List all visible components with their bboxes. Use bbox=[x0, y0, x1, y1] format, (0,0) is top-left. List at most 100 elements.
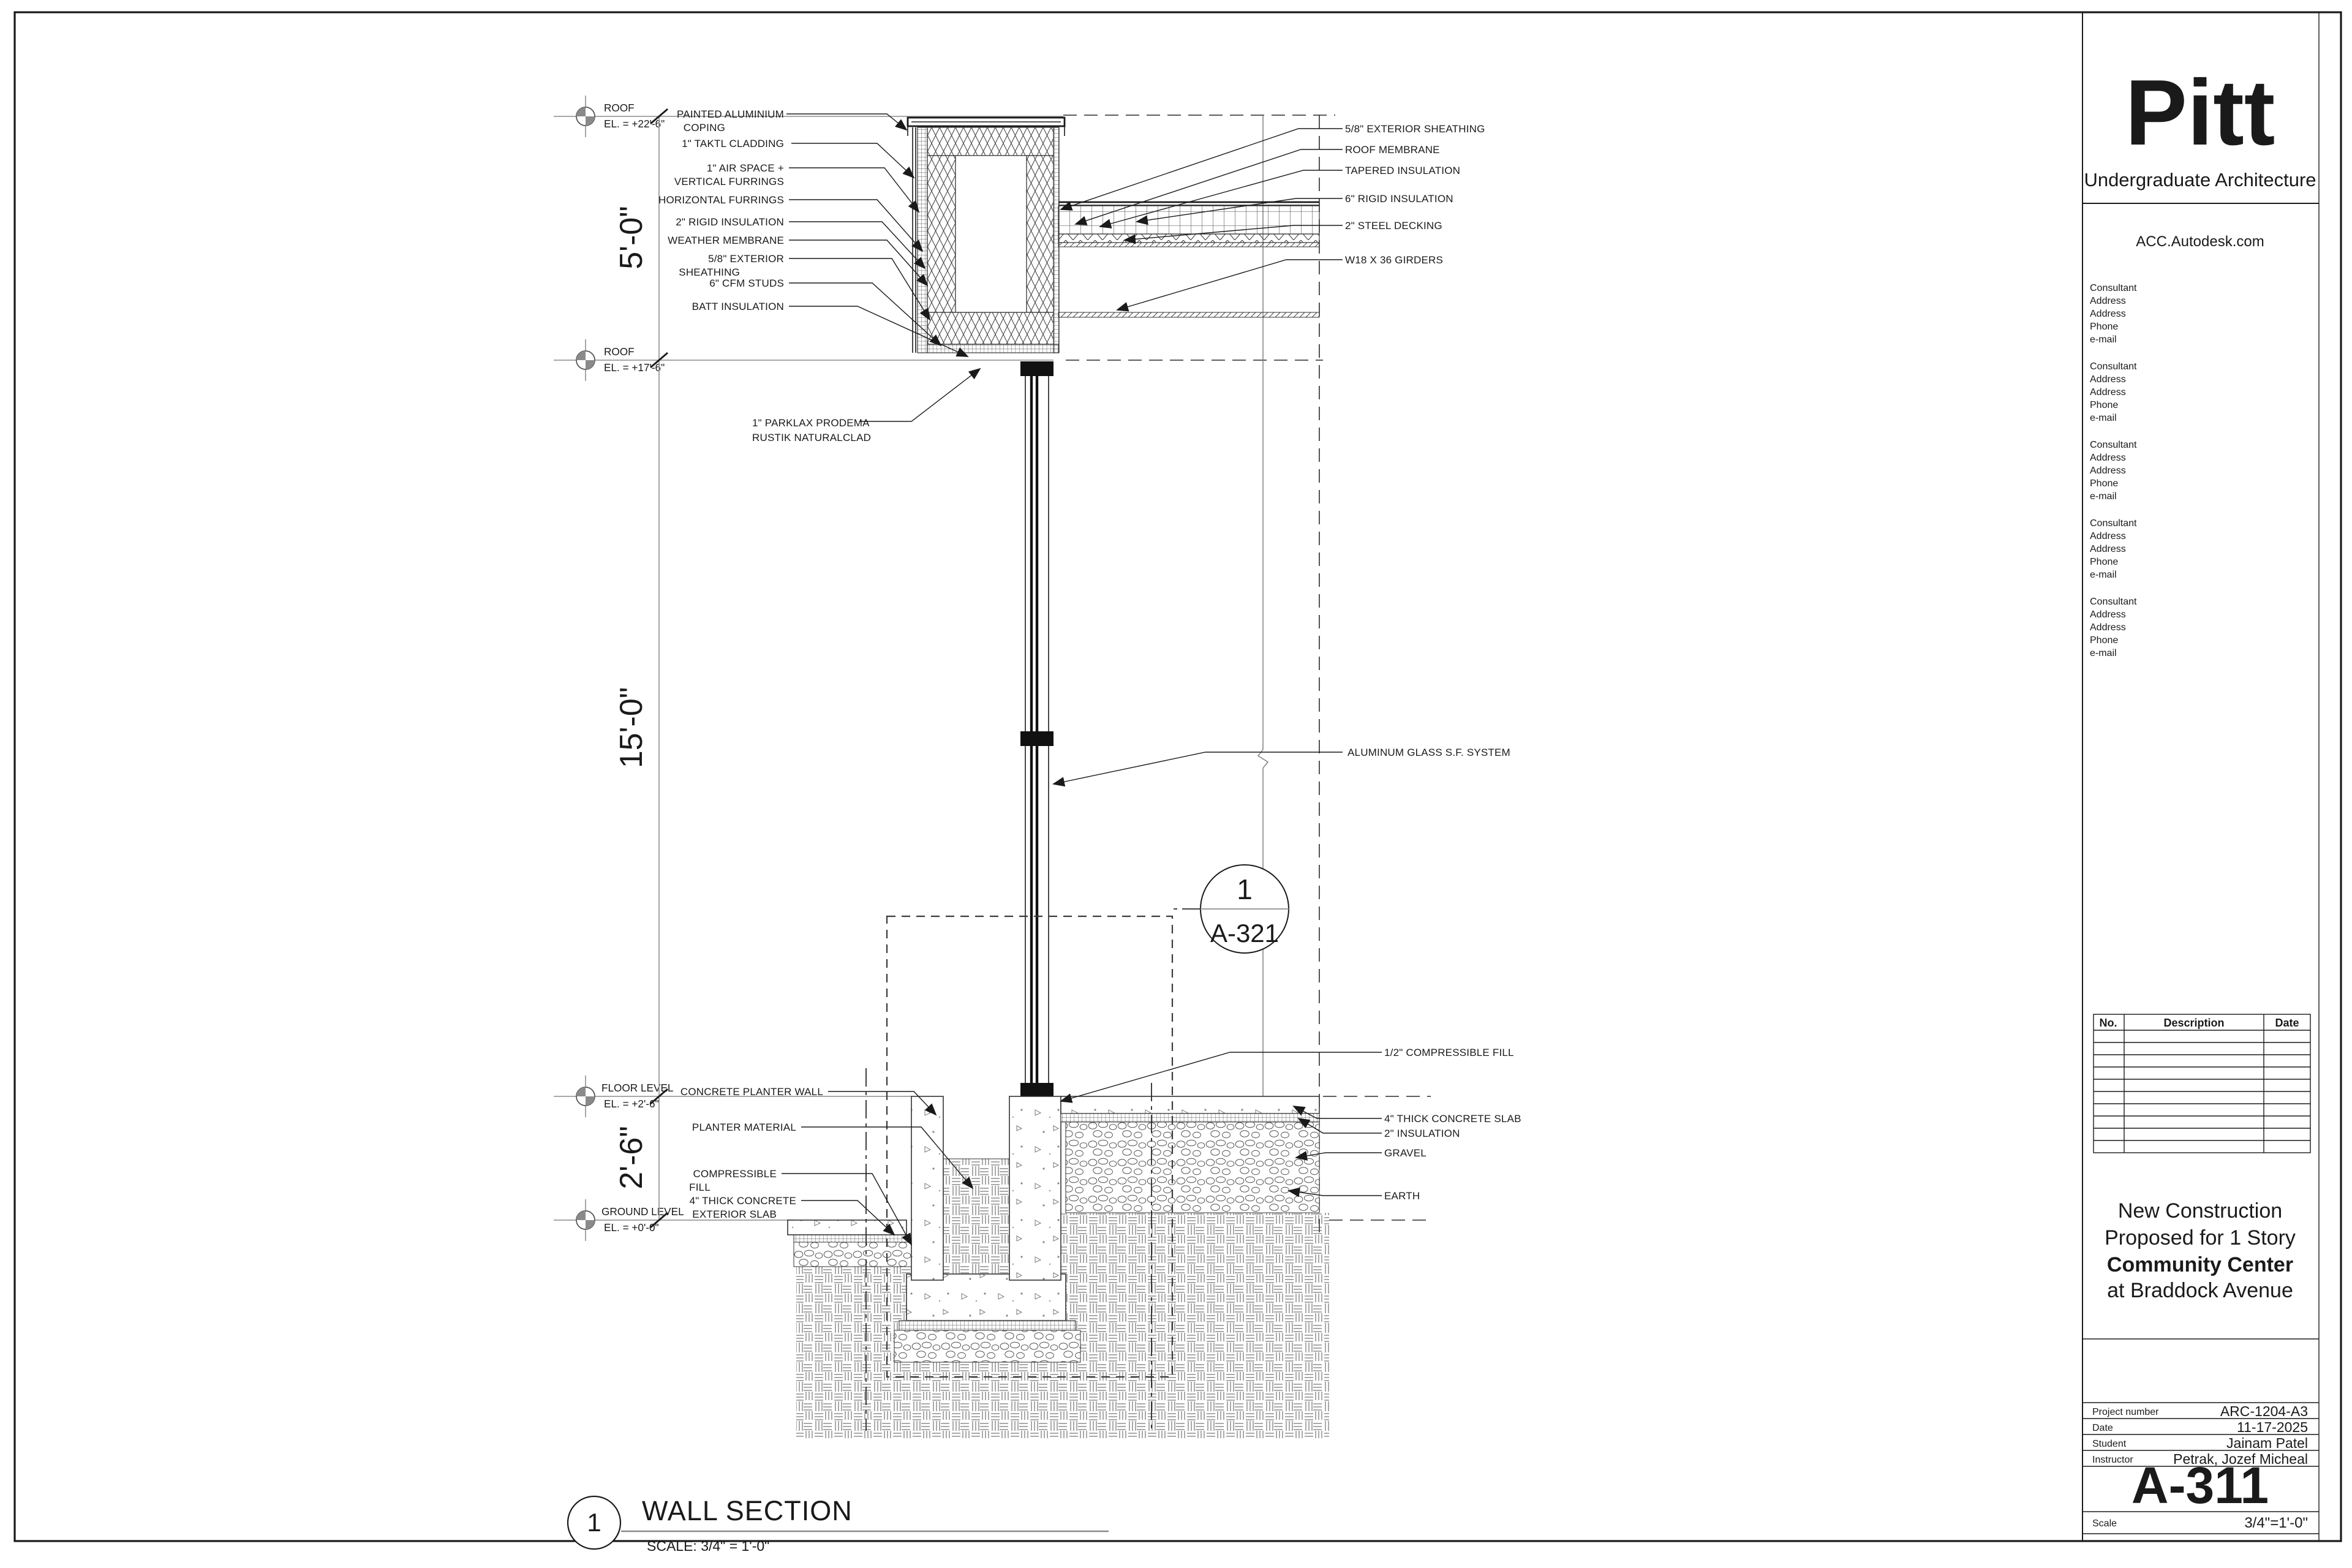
consultant-address: Address bbox=[2090, 531, 2126, 541]
consultant-block-3: Consultant Address Address Phone e-mail bbox=[2090, 440, 2137, 502]
label: TAPERED INSULATION bbox=[1345, 165, 1460, 176]
consultant-title: Consultant bbox=[2090, 440, 2137, 450]
label: 5/8" EXTERIOR bbox=[708, 253, 784, 265]
dimension-string: 5'-0" 15'-0" 2'-6" bbox=[614, 108, 668, 1229]
label: COMPRESSIBLE bbox=[693, 1168, 777, 1180]
label: RUSTIK NATURALCLAD bbox=[752, 432, 871, 443]
consultant-email: e-mail bbox=[2090, 570, 2117, 580]
view-scale: SCALE: 3/4" = 1'-0" bbox=[647, 1538, 769, 1554]
consultant-address: Address bbox=[2090, 387, 2126, 398]
label: 2" RIGID INSULATION bbox=[676, 216, 784, 228]
label: HORIZONTAL FURRINGS bbox=[658, 194, 784, 206]
view-name: WALL SECTION bbox=[642, 1495, 853, 1526]
scale-value: 3/4"=1'-0" bbox=[2244, 1515, 2308, 1531]
label: W18 X 36 GIRDERS bbox=[1345, 254, 1443, 266]
consultant-title: Consultant bbox=[2090, 361, 2137, 372]
label: 6" CFM STUDS bbox=[709, 277, 784, 289]
label: ROOF MEMBRANE bbox=[1345, 144, 1440, 156]
labels-base-left: CONCRETE PLANTER WALL PLANTER MATERIAL C… bbox=[680, 1086, 974, 1246]
level-lines: ROOF EL. = +22'-6" ROOF EL. = +17'-6" FL… bbox=[554, 96, 1431, 1241]
label: 1" PARKLAX PRODEMA bbox=[752, 417, 870, 429]
consultant-email: e-mail bbox=[2090, 491, 2117, 502]
label: GRAVEL bbox=[1384, 1147, 1427, 1159]
label: SHEATHING bbox=[679, 266, 740, 278]
label: FILL bbox=[689, 1182, 710, 1193]
label: 4" THICK CONCRETE SLAB bbox=[1384, 1113, 1521, 1125]
consultant-phone: Phone bbox=[2090, 478, 2118, 489]
website-text: ACC.Autodesk.com bbox=[2136, 233, 2264, 250]
label: 6" RIGID INSULATION bbox=[1345, 193, 1453, 205]
label: WEATHER MEMBRANE bbox=[668, 235, 784, 246]
consultant-email: e-mail bbox=[2090, 413, 2117, 423]
datum-roof-lower: ROOF EL. = +17'-6" bbox=[576, 339, 665, 381]
level-name: FLOOR LEVEL bbox=[601, 1082, 674, 1094]
label: CONCRETE PLANTER WALL bbox=[680, 1086, 823, 1098]
level-name: ROOF bbox=[604, 345, 635, 358]
labels-parapet-left: PAINTED ALUMINIUM COPING 1" TAKTL CLADDI… bbox=[658, 108, 969, 357]
label: BATT INSULATION bbox=[692, 301, 784, 312]
consultant-phone: Phone bbox=[2090, 322, 2118, 332]
description-line: New Construction bbox=[2118, 1199, 2282, 1223]
consultant-block-4: Consultant Address Address Phone e-mail bbox=[2090, 518, 2137, 580]
consultant-phone: Phone bbox=[2090, 635, 2118, 646]
consultant-title: Consultant bbox=[2090, 597, 2137, 607]
callout-number: 1 bbox=[1237, 873, 1253, 905]
description-line: at Braddock Avenue bbox=[2107, 1279, 2293, 1302]
rev-col-date: Date bbox=[2275, 1017, 2299, 1029]
instructor-label: Instructor bbox=[2092, 1455, 2133, 1465]
description-line: Community Center bbox=[2107, 1253, 2293, 1276]
label: EARTH bbox=[1384, 1190, 1420, 1202]
student-label: Student bbox=[2092, 1439, 2127, 1449]
level-name: ROOF bbox=[604, 102, 635, 114]
logo-text: Pitt bbox=[2125, 61, 2275, 165]
scale-label: Scale bbox=[2092, 1518, 2117, 1529]
consultant-address: Address bbox=[2090, 296, 2126, 306]
project-number-value: ARC-1204-A3 bbox=[2220, 1403, 2308, 1419]
dim-wall: 15'-0" bbox=[614, 687, 649, 768]
consultant-title: Consultant bbox=[2090, 283, 2137, 293]
level-elevation: EL. = +17'-6" bbox=[604, 361, 665, 374]
label: PLANTER MATERIAL bbox=[692, 1121, 796, 1133]
datum-roof-upper: ROOF EL. = +22'-6" bbox=[576, 96, 665, 137]
title-block: Pitt Undergraduate Architecture ACC.Auto… bbox=[2082, 61, 2319, 1534]
label: 2" INSULATION bbox=[1384, 1128, 1460, 1139]
label: 1" TAKTL CLADDING bbox=[682, 138, 784, 149]
project-info: Project number ARC-1204-A3 Date 11-17-20… bbox=[2082, 1402, 2319, 1534]
labels-roof-right: 5/8" EXTERIOR SHEATHING ROOF MEMBRANE TA… bbox=[1060, 123, 1485, 312]
label: PAINTED ALUMINIUM bbox=[677, 108, 784, 120]
instructor-value: Petrak, Jozef Micheal bbox=[2173, 1451, 2308, 1467]
project-description: New Construction Proposed for 1 Story Co… bbox=[2082, 1199, 2319, 1340]
detail-callout[interactable]: 1 A-321 bbox=[886, 864, 1289, 1378]
label: EXTERIOR SLAB bbox=[692, 1208, 777, 1220]
level-name: GROUND LEVEL bbox=[601, 1205, 684, 1218]
label: 1" AIR SPACE + bbox=[707, 162, 784, 174]
subtitle-text: Undergraduate Architecture bbox=[2084, 169, 2316, 190]
label: 2" STEEL DECKING bbox=[1345, 220, 1442, 232]
consultant-address: Address bbox=[2090, 453, 2126, 463]
level-elevation: EL. = +22'-6" bbox=[604, 118, 665, 130]
consultant-address: Address bbox=[2090, 609, 2126, 620]
student-value: Jainam Patel bbox=[2226, 1435, 2308, 1451]
level-elevation: EL. = +0'-0" bbox=[604, 1221, 659, 1234]
consultant-email: e-mail bbox=[2090, 334, 2117, 345]
dim-parapet: 5'-0" bbox=[614, 206, 649, 270]
dim-base: 2'-6" bbox=[614, 1126, 649, 1189]
consultant-address: Address bbox=[2090, 622, 2126, 633]
label: ALUMINUM GLASS S.F. SYSTEM bbox=[1348, 747, 1510, 758]
label: 4" THICK CONCRETE bbox=[690, 1195, 796, 1207]
view-number: 1 bbox=[587, 1508, 601, 1537]
label: COPING bbox=[684, 122, 725, 134]
curtain-wall-mullion bbox=[1020, 361, 1054, 1098]
consultant-block-1: Consultant Address Address Phone e-mail bbox=[2090, 283, 2137, 345]
consultant-address: Address bbox=[2090, 309, 2126, 319]
consultant-phone: Phone bbox=[2090, 400, 2118, 410]
consultant-phone: Phone bbox=[2090, 557, 2118, 567]
label: VERTICAL FURRINGS bbox=[674, 176, 784, 187]
datum-ground: GROUND LEVEL EL. = +0'-0" bbox=[576, 1199, 684, 1241]
label: 1/2" COMPRESSIBLE FILL bbox=[1384, 1047, 1514, 1058]
consultant-address: Address bbox=[2090, 544, 2126, 554]
rev-col-no: No. bbox=[2100, 1017, 2117, 1029]
consultant-title: Consultant bbox=[2090, 518, 2137, 529]
parapet-assembly bbox=[907, 116, 1066, 353]
